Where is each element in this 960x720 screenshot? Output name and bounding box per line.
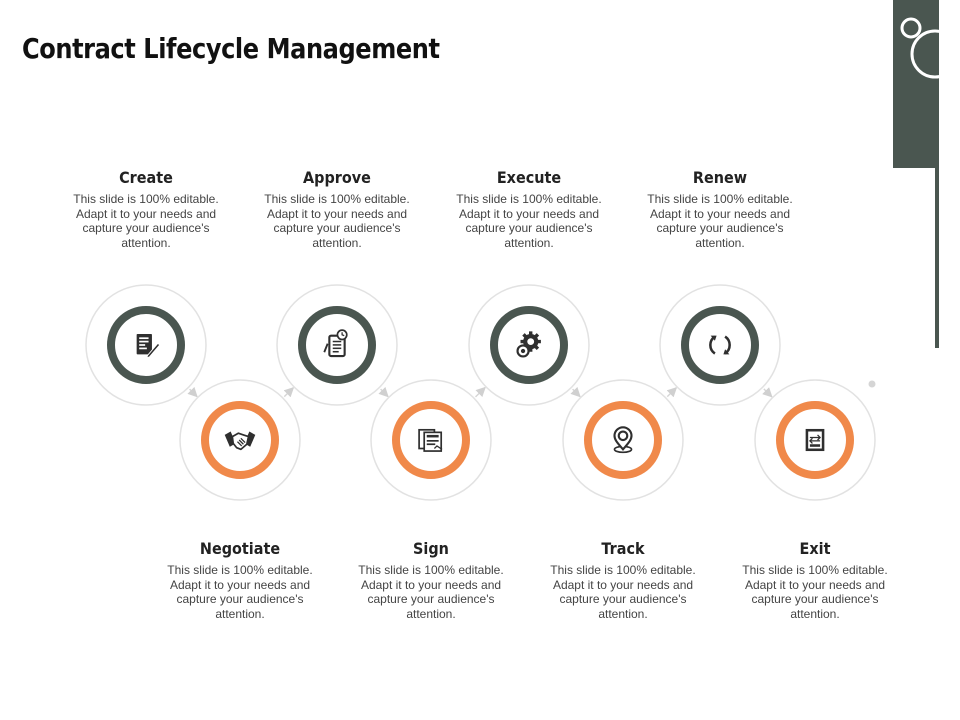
connector-arrow (666, 386, 678, 398)
step-title: Track (601, 539, 645, 558)
exit-sign-icon (805, 428, 825, 452)
connector-arrow (378, 386, 389, 398)
page-title: Contract Lifecycle Management (22, 32, 440, 65)
step-title: Exit (799, 539, 831, 558)
step-title: Execute (496, 168, 562, 187)
step-description: This slide is 100% editable. Adapt it to… (358, 563, 504, 621)
connector-arrow (475, 386, 486, 398)
step-title: Create (119, 168, 173, 187)
connector-arrow (762, 387, 773, 398)
decorative-bar (893, 0, 935, 168)
end-dot (868, 380, 876, 388)
step-node-renew (659, 284, 781, 406)
step-node-negotiate (179, 379, 301, 501)
step-node-execute (468, 284, 590, 406)
inner-ring (681, 306, 759, 384)
step-title: Negotiate (199, 539, 281, 558)
decorative-circles (900, 17, 960, 79)
step-node-approve (276, 284, 398, 406)
step-description: This slide is 100% editable. Adapt it to… (73, 192, 219, 250)
step-title: Approve (303, 168, 371, 187)
connector-arrow (570, 386, 581, 398)
step-node-sign (370, 379, 492, 501)
step-description: This slide is 100% editable. Adapt it to… (742, 563, 888, 621)
step-title: Renew (692, 168, 748, 187)
connector-arrow (187, 386, 198, 398)
signed-documents-icon (418, 428, 443, 452)
step-description: This slide is 100% editable. Adapt it to… (167, 563, 313, 621)
step-node-create (85, 284, 207, 406)
step-description: This slide is 100% editable. Adapt it to… (456, 192, 602, 250)
process-nodes (85, 284, 876, 501)
step-title: Sign (413, 539, 449, 558)
step-description: This slide is 100% editable. Adapt it to… (264, 192, 410, 250)
decorative-line (935, 0, 939, 348)
step-node-track (562, 379, 684, 501)
connector-arrow (283, 386, 295, 398)
step-description: This slide is 100% editable. Adapt it to… (550, 563, 696, 621)
connector-arrows (187, 386, 773, 398)
step-node-exit (754, 379, 876, 501)
step-description: This slide is 100% editable. Adapt it to… (647, 192, 793, 250)
